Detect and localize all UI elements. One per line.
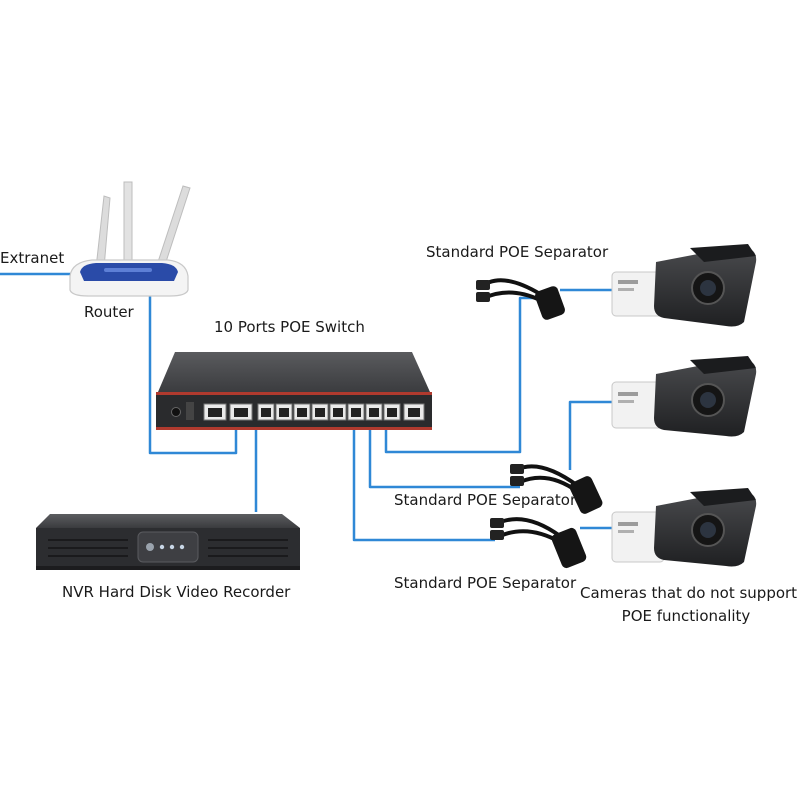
label-cameras-line2: POE functionality [621, 607, 751, 625]
cable-switch-separator-mid [368, 428, 520, 489]
bullet-camera-icon [611, 244, 757, 327]
poe-switch-icon [156, 352, 432, 430]
poe-separator-icon [476, 278, 565, 320]
nvr-recorder-icon [36, 514, 300, 570]
label-cameras-line1: Cameras that do not support [580, 584, 798, 602]
label-separator-mid: Standard POE Separator [394, 491, 577, 509]
cable-router-switch [148, 296, 238, 455]
label-separator-top: Standard POE Separator [426, 243, 609, 261]
cable-switch-separator-bottom [352, 428, 495, 542]
router-icon [69, 181, 191, 297]
cables [0, 272, 612, 542]
poe-separator-icon [510, 464, 603, 514]
label-separator-bottom: Standard POE Separator [394, 574, 577, 592]
label-nvr: NVR Hard Disk Video Recorder [62, 583, 291, 601]
label-router: Router [84, 303, 134, 321]
cable-separator-mid-camera2 [568, 400, 612, 470]
label-extranet: Extranet [0, 249, 65, 267]
poe-separator-icon [490, 517, 587, 569]
label-switch: 10 Ports POE Switch [214, 318, 365, 336]
bullet-camera-icon [611, 488, 757, 567]
cable-switch-separator-top [384, 296, 540, 454]
bullet-camera-icon [611, 356, 757, 437]
